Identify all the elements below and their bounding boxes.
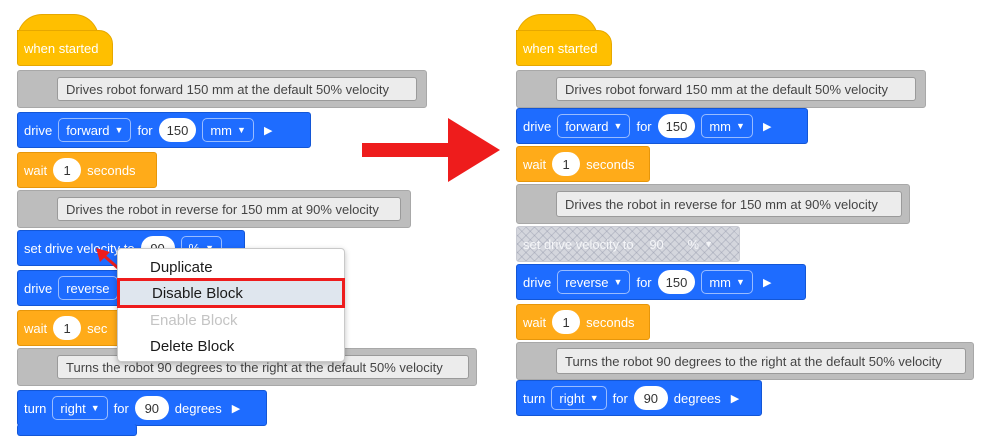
- play-icon[interactable]: ▶: [730, 392, 740, 405]
- when-started-label: when started: [24, 40, 99, 56]
- direction-dropdown[interactable]: forward▼: [58, 118, 132, 142]
- wait-block-1[interactable]: wait 1 seconds: [17, 152, 157, 188]
- when-started-block[interactable]: when started: [17, 30, 113, 66]
- context-menu: Duplicate Disable Block Enable Block Del…: [117, 248, 345, 362]
- unit-dropdown[interactable]: mm▼: [202, 118, 254, 142]
- degrees-keyword: degrees: [673, 390, 721, 406]
- menu-item-disable-block[interactable]: Disable Block: [117, 278, 345, 308]
- transition-arrow-icon: [362, 118, 500, 182]
- distance-input[interactable]: 150: [657, 114, 696, 138]
- caret-down-icon: ▼: [613, 121, 623, 131]
- seconds-keyword: seconds: [586, 156, 635, 172]
- unit-dropdown[interactable]: mm▼: [701, 114, 753, 138]
- turn-direction-dropdown[interactable]: right▼: [52, 396, 108, 420]
- drive-forward-block[interactable]: drive forward▼ for 150 mm▼ ▶: [17, 112, 311, 148]
- degrees-input[interactable]: 90: [134, 396, 169, 420]
- degrees-input[interactable]: 90: [633, 386, 668, 410]
- comment-text-2[interactable]: Drives the robot in reverse for 150 mm a…: [57, 197, 401, 221]
- wait-seconds-input[interactable]: 1: [552, 152, 581, 176]
- velocity-unit-dropdown: %▼: [687, 236, 714, 252]
- seconds-keyword: seconds: [586, 314, 635, 330]
- wait-keyword: wait: [24, 320, 48, 336]
- wait-seconds-input[interactable]: 1: [552, 310, 581, 334]
- turn-block[interactable]: turn right▼ for 90 degrees ▶: [516, 380, 762, 416]
- for-keyword: for: [612, 390, 628, 406]
- wait-block-1[interactable]: wait 1 seconds: [516, 146, 650, 182]
- seconds-keyword: sec: [87, 320, 108, 336]
- caret-down-icon: ▼: [237, 125, 246, 135]
- velocity-input: 90: [649, 236, 664, 252]
- for-keyword: for: [137, 122, 153, 138]
- play-icon[interactable]: ▶: [263, 124, 273, 137]
- play-icon[interactable]: ▶: [762, 120, 772, 133]
- play-icon[interactable]: ▶: [762, 276, 772, 289]
- when-started-label: when started: [523, 40, 598, 56]
- wait-keyword: wait: [24, 162, 48, 178]
- for-keyword: for: [113, 400, 129, 416]
- wait-seconds-input[interactable]: 1: [53, 158, 82, 182]
- caret-down-icon: ▼: [589, 393, 599, 403]
- wait-keyword: wait: [523, 156, 547, 172]
- caret-down-icon: ▼: [736, 121, 745, 131]
- menu-item-duplicate[interactable]: Duplicate: [150, 258, 213, 276]
- turn-keyword: turn: [523, 390, 546, 406]
- comment-text-3[interactable]: Turns the robot 90 degrees to the right …: [556, 348, 966, 374]
- drive-reverse-block[interactable]: drive reverse▼ for 150 mm▼ ▶: [516, 264, 806, 300]
- play-icon[interactable]: ▶: [231, 402, 241, 415]
- comment-text-2[interactable]: Drives the robot in reverse for 150 mm a…: [556, 191, 902, 217]
- caret-down-icon: ▼: [114, 125, 124, 135]
- for-keyword: for: [636, 274, 652, 290]
- set-velocity-label: set drive velocity to: [523, 236, 634, 252]
- for-keyword: for: [636, 118, 652, 134]
- drive-keyword: drive: [523, 274, 552, 290]
- set-drive-velocity-block-disabled[interactable]: set drive velocity to 90 %▼: [516, 226, 740, 262]
- turn-block-edge: [17, 424, 137, 436]
- drive-keyword: drive: [24, 122, 53, 138]
- wait-keyword: wait: [523, 314, 547, 330]
- drive-forward-block[interactable]: drive forward▼ for 150 mm▼ ▶: [516, 108, 808, 144]
- distance-input[interactable]: 150: [158, 118, 197, 142]
- caret-down-icon: ▼: [613, 277, 623, 287]
- comment-text-1[interactable]: Drives robot forward 150 mm at the defau…: [57, 77, 417, 101]
- caret-down-icon: ▼: [90, 403, 100, 413]
- turn-keyword: turn: [24, 400, 47, 416]
- turn-direction-dropdown[interactable]: right▼: [551, 386, 607, 410]
- distance-input[interactable]: 150: [657, 270, 696, 294]
- wait-block-2[interactable]: wait 1 seconds: [516, 304, 650, 340]
- caret-down-icon: ▼: [736, 277, 745, 287]
- seconds-keyword: seconds: [87, 162, 136, 178]
- direction-dropdown[interactable]: forward▼: [557, 114, 631, 138]
- comment-text-1[interactable]: Drives robot forward 150 mm at the defau…: [556, 77, 916, 101]
- menu-item-enable-block: Enable Block: [150, 311, 238, 329]
- menu-item-delete-block[interactable]: Delete Block: [150, 337, 235, 355]
- wait-seconds-input[interactable]: 1: [53, 316, 82, 340]
- direction-dropdown[interactable]: reverse▼: [557, 270, 631, 294]
- drive-keyword: drive: [24, 280, 53, 296]
- degrees-keyword: degrees: [174, 400, 222, 416]
- turn-block[interactable]: turn right▼ for 90 degrees ▶: [17, 390, 267, 426]
- caret-down-icon: ▼: [704, 239, 714, 249]
- drive-keyword: drive: [523, 118, 552, 134]
- unit-dropdown[interactable]: mm▼: [701, 270, 753, 294]
- when-started-block[interactable]: when started: [516, 30, 612, 66]
